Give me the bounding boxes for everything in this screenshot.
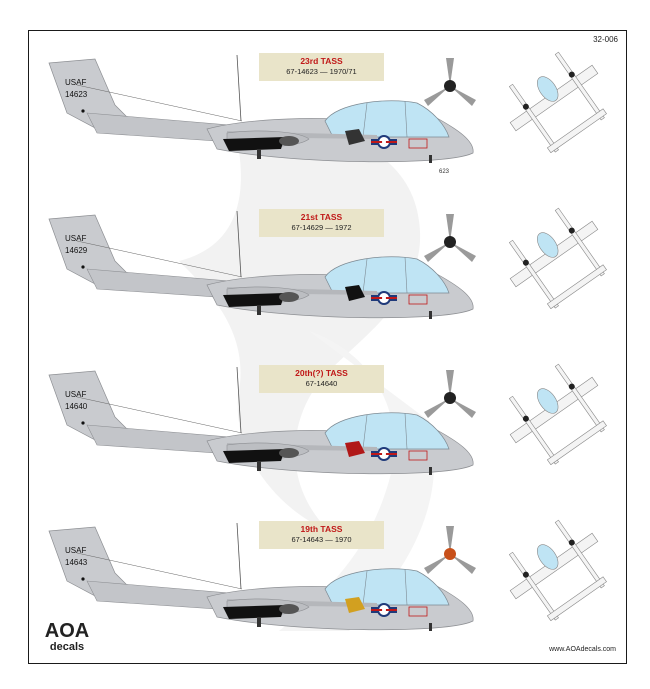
tail-number-text: 14643 [65, 558, 88, 567]
profile-row: 21st TASS 67-14629 — 1972 [29, 197, 626, 347]
tail-usaf-text: USAF [65, 546, 86, 555]
ov10-side-profile: USAF 14629 [48, 210, 474, 319]
star-insignia [371, 447, 397, 461]
wing-planview [508, 363, 607, 465]
aoa-logo: AOA decals [45, 620, 89, 653]
sub-label: 623 [439, 169, 450, 175]
tail-number-text: 14623 [65, 90, 88, 99]
profile-caption: 20th(?) TASS 67-14640 [259, 365, 384, 393]
tail-usaf-text: USAF [65, 390, 86, 399]
profile-caption: 21st TASS 67-14629 — 1972 [259, 209, 384, 237]
propeller-icon [424, 214, 476, 262]
propeller-icon [424, 370, 476, 418]
nose-marking [345, 597, 365, 613]
website-label: www.AOAdecals.com [549, 646, 616, 653]
nose-marking [345, 285, 365, 301]
tail-number-text: 14640 [65, 402, 88, 411]
ov10-side-profile: USAF 14640 [48, 366, 474, 475]
unit-label: 23rd TASS [300, 56, 343, 66]
wing-planview [508, 519, 607, 621]
propeller-icon [424, 58, 476, 106]
tail-number-text: 14629 [65, 246, 88, 255]
serial-label: 67-14640 [305, 379, 338, 388]
unit-label: 21st TASS [300, 212, 343, 222]
nose-marking [345, 441, 365, 457]
serial-label: 67-14629 — 1972 [291, 223, 352, 232]
serial-label: 67-14643 — 1970 [291, 535, 352, 544]
decal-sheet: 32-006 23rd TASS 67-14623 — 1970/71 [28, 30, 627, 664]
profile-row: 19th TASS 67-14643 — 1970 [29, 509, 626, 659]
star-insignia [371, 135, 397, 149]
nose-marking [345, 129, 365, 145]
profile-caption: 19th TASS 67-14643 — 1970 [259, 521, 384, 549]
tail-usaf-text: USAF [65, 234, 86, 243]
tail-usaf-text: USAF [65, 78, 86, 87]
prop-spinner [444, 236, 456, 248]
star-insignia [371, 603, 397, 617]
ov10-side-profile: USAF 14643 [48, 522, 474, 631]
propeller-icon [424, 526, 476, 574]
wing-planview [508, 207, 607, 309]
ov10-side-profile: USAF 14623 [48, 54, 474, 163]
prop-spinner [444, 548, 456, 560]
svg-text:AOA: AOA [45, 620, 89, 642]
profile-row: 20th(?) TASS 67-14640 [29, 353, 626, 503]
wing-planview [508, 51, 607, 153]
unit-label: 20th(?) TASS [295, 368, 348, 378]
prop-spinner [444, 392, 456, 404]
star-insignia [371, 291, 397, 305]
sheet-code: 32-006 [593, 35, 618, 44]
serial-label: 67-14623 — 1970/71 [286, 67, 357, 76]
profile-caption: 23rd TASS 67-14623 — 1970/71 [259, 53, 384, 81]
svg-text:decals: decals [50, 641, 84, 653]
prop-spinner [444, 80, 456, 92]
unit-label: 19th TASS [300, 524, 343, 534]
profile-row: 23rd TASS 67-14623 — 1970/71 [29, 41, 626, 191]
